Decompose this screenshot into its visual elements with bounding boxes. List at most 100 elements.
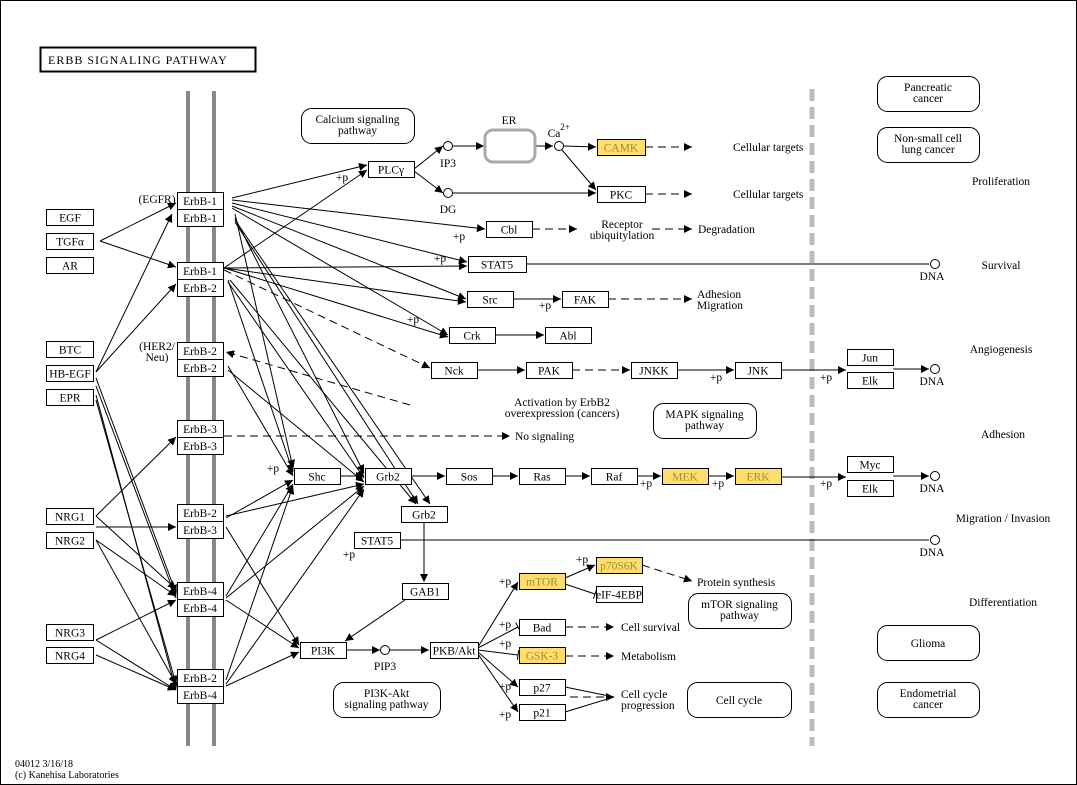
gene-jun[interactable]: Jun — [847, 349, 894, 366]
gene-box[interactable] — [847, 372, 894, 389]
gene-mek[interactable]: MEK — [662, 468, 709, 485]
ligand-box[interactable] — [46, 365, 94, 382]
gene-gsk[interactable]: GSK-3 — [519, 647, 566, 664]
pathway-box[interactable] — [653, 403, 757, 439]
gene-plcg[interactable]: PLCγ — [368, 161, 415, 178]
receptor-box[interactable] — [177, 279, 224, 297]
pathway-box[interactable] — [877, 682, 980, 718]
gene-box[interactable] — [847, 349, 894, 366]
ligand-box[interactable] — [46, 647, 94, 664]
receptor-box[interactable] — [177, 359, 224, 377]
gene-box[interactable] — [467, 291, 514, 308]
gene-erk[interactable]: ERK — [735, 468, 782, 485]
gene-grb2b[interactable]: Grb2 — [401, 506, 448, 523]
pathway-box[interactable] — [687, 682, 792, 718]
gene-box[interactable] — [402, 583, 449, 600]
pathway-box[interactable] — [688, 593, 792, 629]
gene-box[interactable] — [735, 362, 782, 379]
gene-stat5b[interactable]: STAT5 — [354, 532, 401, 549]
pathway-box[interactable] — [301, 108, 415, 144]
gene-box[interactable] — [526, 362, 573, 379]
pathway-box[interactable] — [877, 127, 980, 163]
pathway-box[interactable] — [877, 76, 980, 112]
gene-box[interactable] — [847, 480, 894, 497]
ligand-ar[interactable]: AR — [46, 257, 94, 274]
gene-mtor[interactable]: mTOR — [519, 573, 566, 590]
gene-box[interactable] — [354, 532, 401, 549]
receptor-box[interactable] — [177, 437, 224, 455]
gene-box[interactable] — [847, 456, 894, 473]
gene-box[interactable] — [597, 139, 646, 156]
gene-raf[interactable]: Raf — [591, 468, 638, 485]
gene-ras[interactable]: Ras — [519, 468, 566, 485]
receptor-box[interactable] — [177, 686, 224, 704]
pathway-link-glioma[interactable]: Glioma — [877, 625, 980, 661]
gene-shc[interactable]: Shc — [294, 468, 341, 485]
gene-box[interactable] — [519, 704, 566, 721]
gene-jnkk[interactable]: JNKK — [631, 362, 678, 379]
gene-p70[interactable]: p70S6K — [596, 557, 643, 574]
receptor-box[interactable] — [177, 521, 224, 539]
gene-box[interactable] — [519, 647, 566, 664]
gene-p27[interactable]: p27 — [519, 679, 566, 696]
gene-box[interactable] — [519, 679, 566, 696]
ligand-nrg4[interactable]: NRG4 — [46, 647, 94, 664]
gene-elk1[interactable]: Elk — [847, 372, 894, 389]
gene-src[interactable]: Src — [467, 291, 514, 308]
compound-circle[interactable] — [554, 141, 564, 151]
gene-box[interactable] — [294, 468, 341, 485]
gene-box[interactable] — [519, 619, 566, 636]
compound-circle[interactable] — [380, 645, 390, 655]
gene-grb2a[interactable]: Grb2 — [365, 468, 412, 485]
gene-box[interactable] — [401, 506, 448, 523]
gene-pak[interactable]: PAK — [526, 362, 573, 379]
compound-circle[interactable] — [443, 141, 453, 151]
compound-circle[interactable] — [443, 188, 453, 198]
gene-box[interactable] — [596, 586, 643, 603]
ligand-box[interactable] — [46, 389, 94, 406]
receptor-box[interactable] — [177, 599, 224, 617]
ligand-nrg1[interactable]: NRG1 — [46, 508, 94, 525]
gene-stat5a[interactable]: STAT5 — [468, 256, 527, 273]
gene-box[interactable] — [430, 642, 479, 659]
pathway-box[interactable] — [333, 682, 441, 718]
ligand-box[interactable] — [46, 341, 94, 358]
gene-box[interactable] — [446, 468, 493, 485]
pathway-box[interactable] — [877, 625, 980, 661]
gene-bad[interactable]: Bad — [519, 619, 566, 636]
gene-camk[interactable]: CAMK — [597, 139, 646, 156]
ligand-nrg2[interactable]: NRG2 — [46, 532, 94, 549]
gene-box[interactable] — [591, 468, 638, 485]
gene-pkc[interactable]: PKC — [597, 186, 646, 203]
receptor-box[interactable] — [177, 209, 224, 227]
gene-fak[interactable]: FAK — [562, 291, 609, 308]
ligand-box[interactable] — [46, 532, 94, 549]
gene-box[interactable] — [662, 468, 709, 485]
gene-gab1[interactable]: GAB1 — [402, 583, 449, 600]
gene-box[interactable] — [468, 256, 527, 273]
gene-box[interactable] — [519, 573, 566, 590]
gene-box[interactable] — [597, 186, 646, 203]
gene-cbl[interactable]: Cbl — [486, 221, 533, 238]
gene-akt[interactable]: PKB/Akt — [430, 642, 479, 659]
ligand-box[interactable] — [46, 624, 94, 641]
gene-box[interactable] — [300, 642, 347, 659]
gene-box[interactable] — [596, 557, 643, 574]
gene-box[interactable] — [449, 327, 496, 344]
gene-jnk[interactable]: JNK — [735, 362, 782, 379]
ligand-epr[interactable]: EPR — [46, 389, 94, 406]
gene-nck[interactable]: Nck — [431, 362, 478, 379]
gene-box[interactable] — [519, 468, 566, 485]
ligand-btc[interactable]: BTC — [46, 341, 94, 358]
